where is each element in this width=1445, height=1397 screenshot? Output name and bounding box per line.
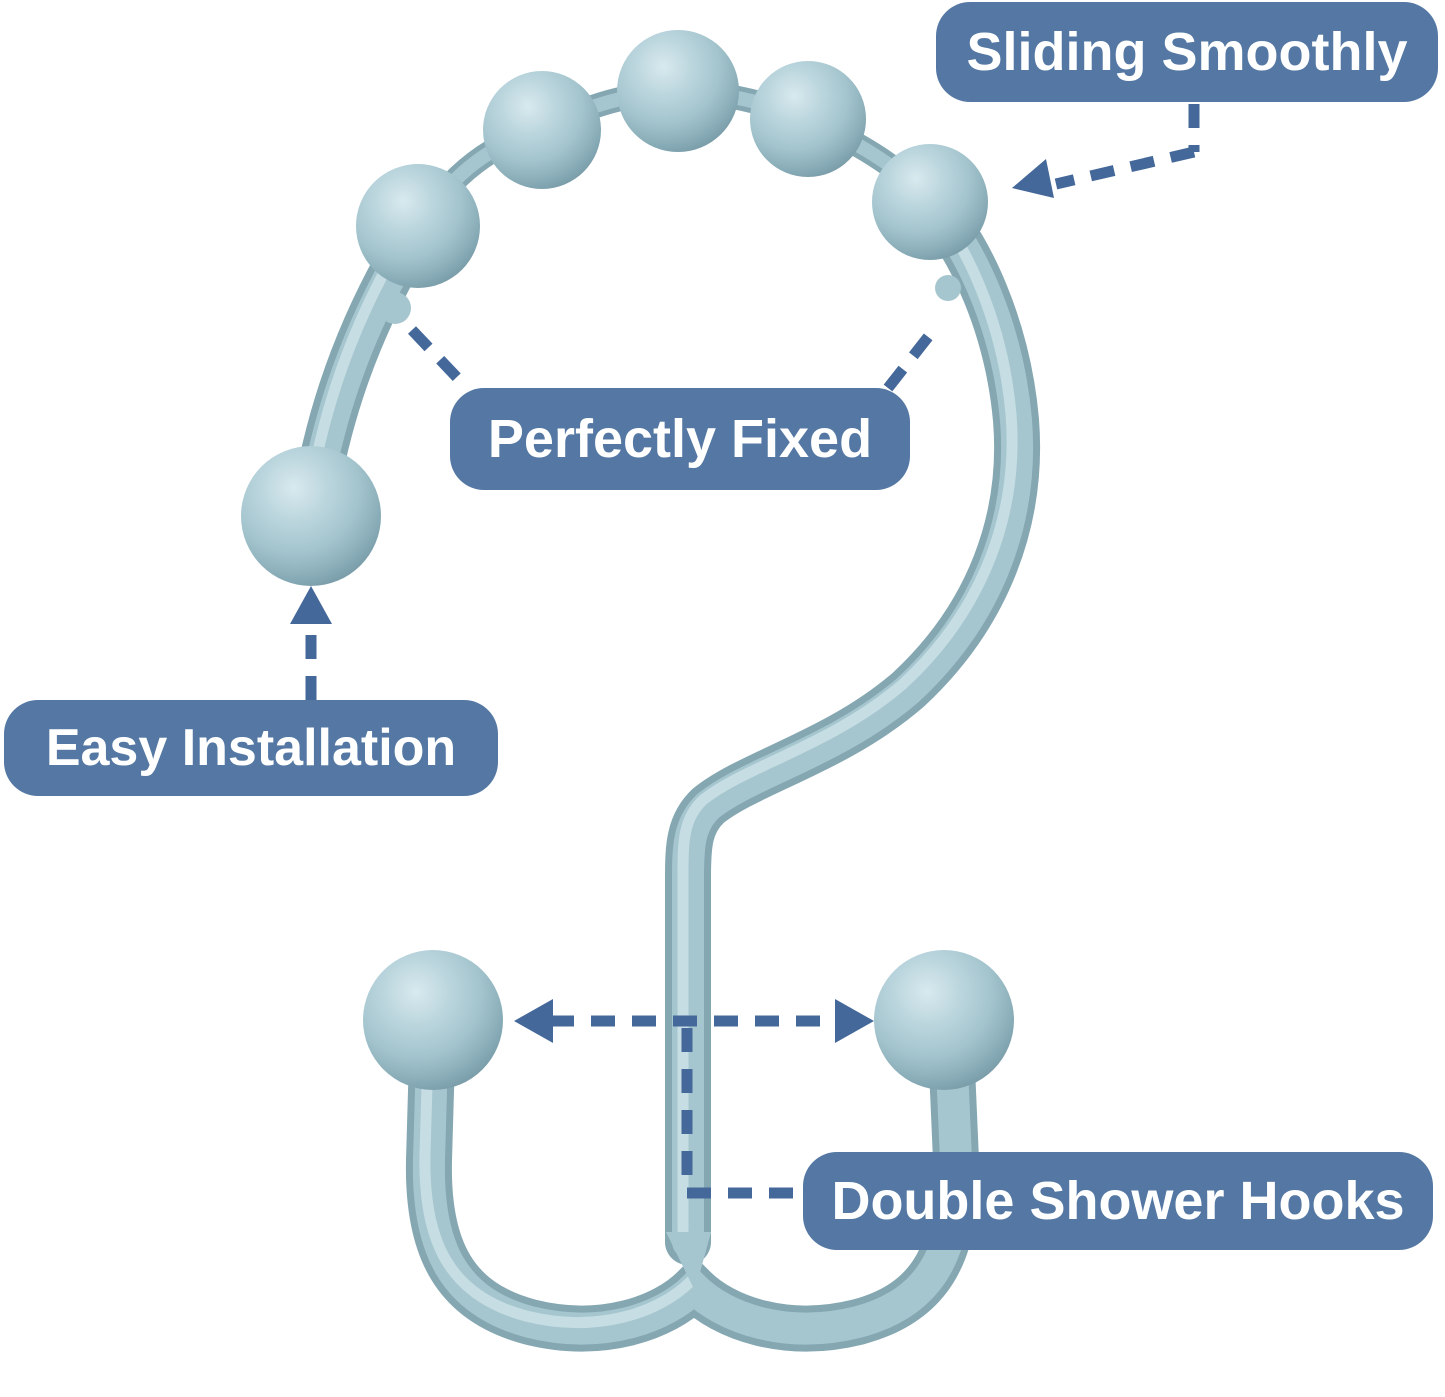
callout-sliding-smoothly: Sliding Smoothly bbox=[936, 2, 1438, 102]
clasp-nub-right bbox=[935, 275, 961, 301]
roller-ball-2 bbox=[483, 71, 601, 189]
open-end-ball bbox=[241, 446, 381, 586]
roller-balls bbox=[241, 30, 1014, 1090]
fixed-connector-icons bbox=[408, 326, 937, 392]
clasp-nub-left bbox=[379, 292, 411, 324]
hook-bottom-bar-highlight bbox=[419, 1010, 696, 1328]
hook-span-arrow-icon bbox=[514, 999, 874, 1043]
roller-ball-5 bbox=[872, 144, 988, 260]
hook-wire bbox=[288, 79, 1041, 1352]
installation-arrow-icon bbox=[290, 586, 332, 700]
sliding-arrow-icon bbox=[1012, 104, 1200, 198]
bottom-hook-ball-left bbox=[363, 950, 503, 1090]
annotations bbox=[290, 104, 1200, 1199]
roller-ball-3 bbox=[617, 30, 739, 152]
bottom-hook-ball-right bbox=[874, 950, 1014, 1090]
callout-easy-installation: Easy Installation bbox=[4, 700, 498, 796]
hooks-connector-icon bbox=[681, 1028, 800, 1199]
stem-tip bbox=[666, 1232, 711, 1291]
callout-perfectly-fixed: Perfectly Fixed bbox=[450, 388, 910, 490]
roller-ball-1 bbox=[356, 164, 480, 288]
roller-ball-4 bbox=[750, 61, 866, 177]
callout-double-shower-hooks: Double Shower Hooks bbox=[803, 1152, 1433, 1250]
hook-right-curve-highlight bbox=[677, 190, 1018, 1236]
